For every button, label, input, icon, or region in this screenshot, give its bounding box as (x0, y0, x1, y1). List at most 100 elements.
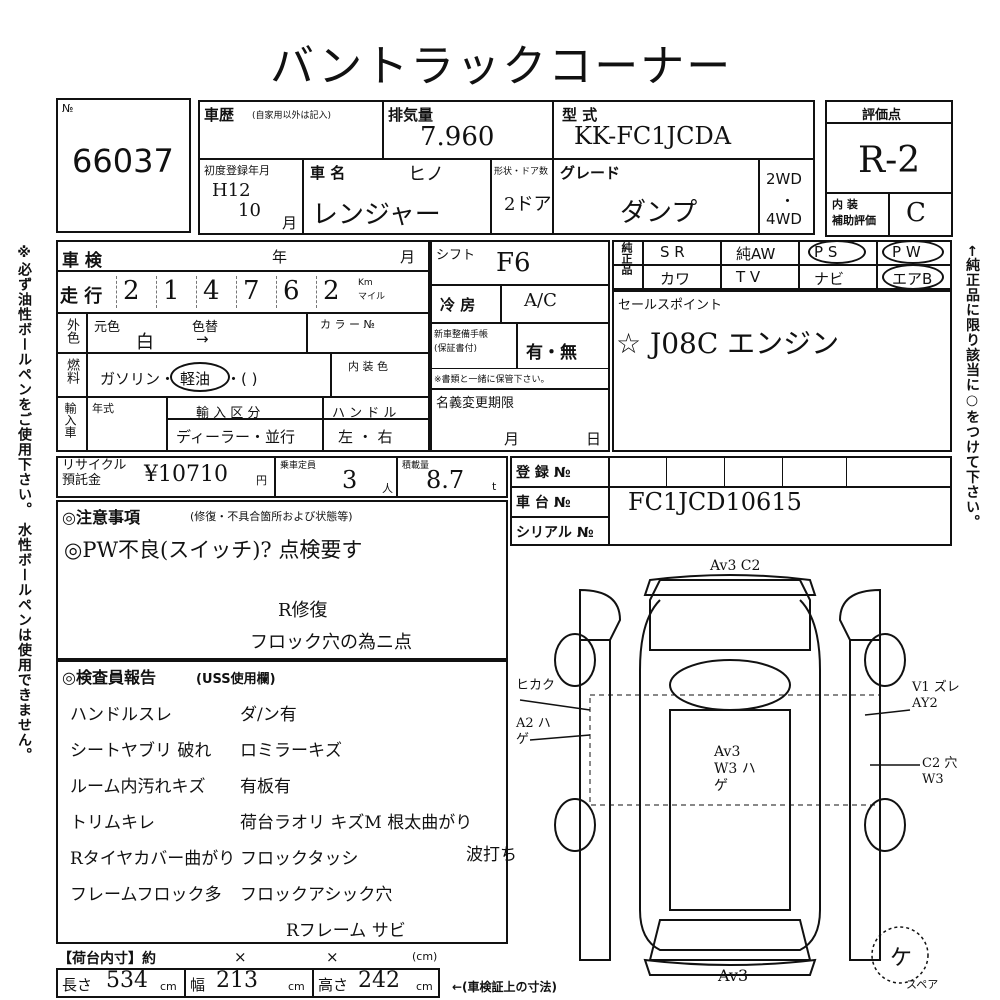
name-change-month: 月 (504, 430, 520, 448)
recycle-unit: 円 (256, 474, 267, 487)
color-change-label: 色替 (192, 320, 219, 335)
interior-color-label: 内 装 色 (348, 360, 388, 373)
diagram-wheel-rr (864, 798, 906, 852)
equip-item: 純AW (736, 245, 776, 263)
displacement-label: 排気量 (388, 106, 434, 124)
inspector-label: ◎検査員報告 (62, 668, 156, 687)
grade-value: ダンプ (620, 198, 698, 228)
leader-right-1 (864, 709, 911, 716)
color-change-arrow: → (196, 330, 209, 348)
notes-sub: (修復・不具合箇所および状態等) (190, 510, 353, 523)
mileage-label: 走 行 (60, 286, 103, 307)
score-label: 評価点 (862, 108, 902, 123)
dims-note: ←(車検証上の寸法) (452, 980, 558, 994)
fuel-label: 燃料 (64, 358, 79, 384)
grade-label: グレード (560, 164, 621, 182)
notes-line3: フロック穴の為ニ点 (250, 632, 412, 653)
header-block (198, 100, 815, 235)
dims-wid: 213 (216, 968, 258, 993)
first-reg-label: 初度登録年月 (204, 164, 270, 177)
inspector-note: トリムキレ (70, 813, 155, 833)
diagram-right1-note: V1 ズレ AY2 (912, 680, 960, 711)
inspector-note: フロックアシック穴 (240, 885, 393, 905)
dims-wid-label: 幅 (190, 976, 206, 994)
inspector-note: Rフレーム サビ (286, 921, 406, 941)
equip-item: S R (660, 243, 685, 261)
import-class-value: ディーラー・並行 (176, 428, 295, 446)
reg-no-label: 登 録 № (516, 465, 571, 481)
bed-size-x2: × (326, 948, 339, 966)
name-change-day: 日 (586, 430, 602, 448)
equip-airbag-circle (882, 264, 944, 290)
diagram-wheel-fl (554, 633, 596, 687)
spare-mark: ケ (890, 946, 913, 971)
dims-len: 534 (106, 968, 148, 993)
mileage-digit: 6 (276, 276, 319, 308)
no-label: № (62, 102, 74, 115)
dims-len-cm: cm (160, 980, 177, 993)
displacement-value: 7.960 (420, 122, 495, 152)
equip-pw-circle (882, 240, 944, 264)
chassis-label: 車 台 № (516, 495, 571, 511)
diagram-right-door (838, 588, 881, 641)
load-unit: t (492, 480, 497, 493)
shaken-year: 年 (272, 248, 288, 266)
inspector-box (56, 660, 508, 944)
recycle-box (56, 456, 508, 498)
page-title: バントラックコーナー (270, 41, 733, 92)
interior-label: 内 装 補助評価 (832, 198, 876, 227)
diagram-body (639, 599, 821, 951)
bed-size-unit: (cm) (412, 950, 438, 963)
first-reg-unit: 月 (282, 214, 298, 232)
mileage-digit: 4 (196, 276, 239, 308)
bed-size-label: 【荷台内寸】約 (58, 951, 156, 967)
diagram-bed (669, 709, 791, 911)
handle-value: 左 ・ 右 (338, 428, 393, 446)
shaken-label: 車 検 (62, 251, 102, 271)
import-label: 輸入車 (63, 402, 77, 438)
shift-label: シフト (436, 248, 476, 263)
name-change-label: 名義変更期限 (436, 396, 515, 411)
notes-box (56, 500, 508, 660)
mileage-digit: 2 (316, 276, 359, 308)
mileage-digit: 2 (116, 276, 159, 308)
history-note: (自家用以外は記入) (252, 111, 332, 121)
inspector-sub: (USS使用欄) (196, 672, 276, 687)
diagram-left-side (579, 640, 611, 961)
import-year-label: 年式 (92, 402, 114, 415)
history-label: 車歴 (204, 106, 235, 124)
fuel-rest: ・( ) (226, 370, 258, 388)
inspector-note: ルーム内汚れキズ (70, 777, 206, 797)
diagram-bumper-top (643, 574, 817, 596)
inspector-note: Rタイヤカバー曲がり (70, 849, 236, 869)
serial-label: シリアル № (516, 525, 594, 541)
shift-value: F6 (496, 248, 531, 278)
diagram-windshield (669, 659, 791, 711)
load-label: 積載量 (402, 461, 430, 471)
notes-line2: R修復 (278, 600, 328, 621)
notes-line1: ◎PW不良(スイッチ)? 点検要す (64, 538, 363, 562)
drive-dot: ・ (780, 192, 796, 210)
recycle-value: ¥10710 (144, 462, 228, 487)
diagram-center-note: Av3 W3 ハゲ (714, 744, 756, 794)
car-name-label: 車 名 (310, 164, 346, 182)
equip-item: ナビ (814, 270, 845, 288)
bed-size-x1: × (234, 948, 247, 966)
capacity-label: 乗車定員 (280, 461, 317, 471)
manual-label: 新車整備手帳 (保証書付) (434, 330, 489, 354)
orig-color-label: 元色 (94, 320, 121, 335)
ext-color-label: 外色 (64, 318, 79, 344)
chassis-value: FC1JCD10615 (628, 488, 802, 516)
first-reg-year: H12 (212, 180, 251, 201)
diagram-left1-note: ヒカク (516, 678, 556, 693)
shaken-month: 月 (400, 248, 416, 266)
ac-label: 冷 房 (440, 296, 476, 314)
load-value: 8.7 (426, 466, 465, 494)
diagram-bed-dashed (589, 694, 881, 806)
inspector-note: 波打ち (466, 845, 517, 865)
capacity-value: 3 (342, 466, 358, 494)
mileage-unit: Km マイル (358, 278, 386, 302)
interior-value: C (906, 198, 926, 228)
registration-box (510, 456, 952, 546)
inspector-note: フロックタッシ (240, 849, 359, 869)
